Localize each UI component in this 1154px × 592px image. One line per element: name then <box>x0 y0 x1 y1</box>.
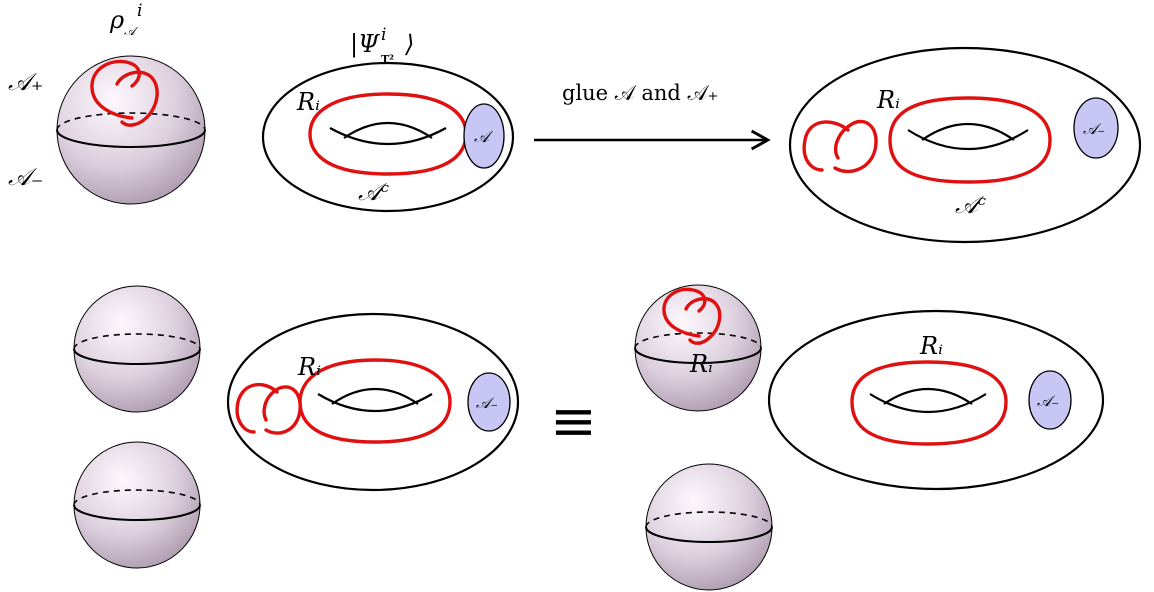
label-r-i-glued: Rᵢ <box>876 86 900 114</box>
torus-outline <box>788 46 1142 244</box>
label-a-complement-glued: 𝒜ᶜ <box>955 191 986 219</box>
label-r-i-bottom-left: Rᵢ <box>297 353 321 381</box>
knot-loop <box>235 382 302 435</box>
loop-r-i <box>298 358 452 444</box>
label-disc-a-minus: 𝒜₋ <box>476 394 498 412</box>
label-a-minus: 𝒜₋ <box>8 163 43 191</box>
glue-caption: glue 𝒜 and 𝒜₊ <box>562 81 718 105</box>
torus-hole-lower <box>329 127 447 146</box>
label-r-i-sphere: Rᵢ <box>689 350 713 378</box>
knot-loop <box>90 59 159 127</box>
sphere-equator-front <box>56 129 206 148</box>
sphere-bottom-right-lower <box>645 463 773 591</box>
sphere-bottom-left-lower <box>73 441 201 569</box>
torus-outline <box>226 312 520 492</box>
torus-outline <box>261 61 515 213</box>
torus-hole-lower <box>907 129 1029 151</box>
psi-label: |Ψ i T² ⟩ <box>350 25 414 66</box>
sphere-bottom-right-upper <box>634 284 762 412</box>
torus-hole-upper <box>331 387 419 405</box>
torus-hole-upper <box>921 123 1015 141</box>
label-r-i-bottom-right: Rᵢ <box>919 332 943 360</box>
sphere-bottom-left-upper <box>73 285 201 413</box>
sphere-top-left <box>56 55 206 205</box>
rho-symbol: ρ <box>109 6 124 34</box>
torus-bottom-left: 𝒜₋ <box>226 312 520 492</box>
knot-loop <box>662 287 722 345</box>
disc-a-minus <box>467 372 511 432</box>
loop-r-i <box>850 360 1008 446</box>
torus-bottom-right: 𝒜₋ <box>767 309 1105 491</box>
psi-ket-close: ⟩ <box>404 30 414 58</box>
torus-outline <box>767 309 1105 491</box>
torus-hole-lower <box>317 393 433 413</box>
torus-hole-upper <box>343 122 433 139</box>
loop-r-i <box>308 92 468 176</box>
sphere-body <box>56 55 206 205</box>
disc-a <box>463 103 505 169</box>
torus-top: 𝒜 <box>261 61 515 213</box>
equivalence-symbol: ≡ <box>550 389 597 454</box>
rho-superscript: i <box>137 1 142 21</box>
psi-ket-open: |Ψ <box>350 30 380 59</box>
label-disc-a-minus: 𝒜₋ <box>1037 392 1059 410</box>
rho-subscript: 𝒜 <box>124 24 139 38</box>
knot-loop <box>802 119 878 174</box>
label-r-i-top: Rᵢ <box>296 88 320 116</box>
loop-r-i <box>888 96 1052 184</box>
label-disc-a-minus: 𝒜₋ <box>1083 120 1105 138</box>
psi-superscript: i <box>381 25 386 45</box>
torus-hole-upper <box>883 388 973 405</box>
label-a-plus: 𝒜₊ <box>8 68 43 96</box>
sphere-equator-back <box>56 112 206 131</box>
disc-a-minus <box>1028 370 1072 430</box>
torus-glued: 𝒜₋ <box>788 46 1142 244</box>
label-a-complement-top: 𝒜ᶜ <box>358 178 389 206</box>
torus-hole-lower <box>869 393 987 414</box>
rho-label: ρ 𝒜 i <box>109 1 142 38</box>
disc-a-minus <box>1073 97 1119 159</box>
label-disc-a: 𝒜 <box>474 127 494 146</box>
